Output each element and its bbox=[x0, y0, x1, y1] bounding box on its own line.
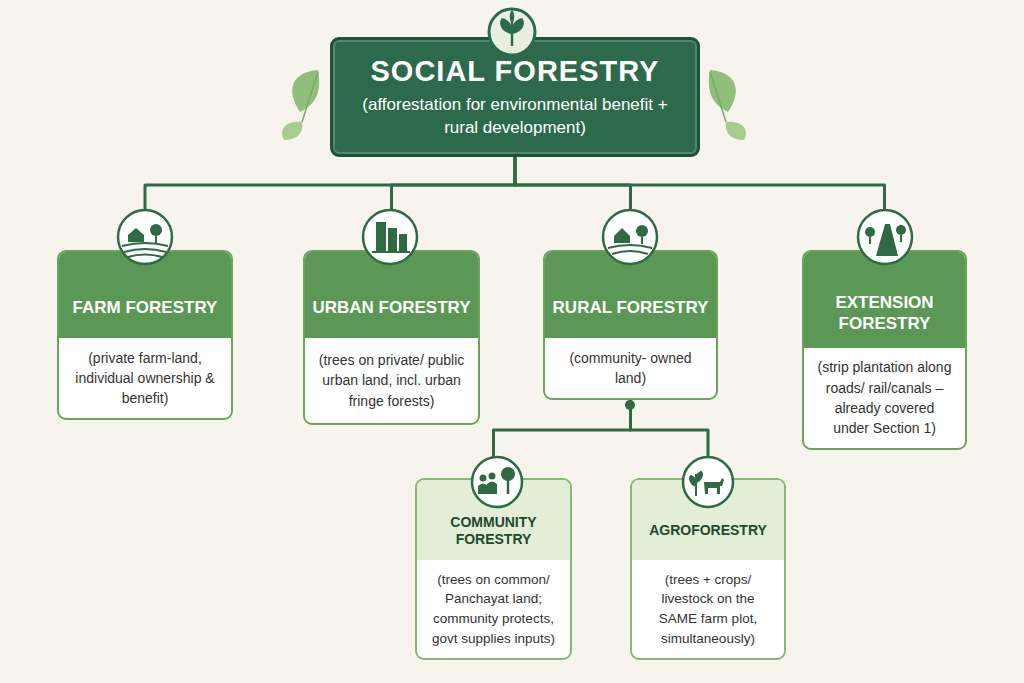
icon-leaf bbox=[500, 18, 512, 34]
box-title: SOCIAL FORESTRY bbox=[371, 55, 660, 88]
box-description: (private farm-land, individual ownership… bbox=[71, 348, 219, 409]
icon-building bbox=[376, 222, 386, 252]
box-description: (strip plantation along roads/ rail/cana… bbox=[816, 357, 953, 438]
tree-connector bbox=[515, 157, 885, 250]
subcategory-box: AGROFORESTRY (trees + crops/ livestock on… bbox=[630, 478, 786, 660]
box-body: (strip plantation along roads/ rail/cana… bbox=[804, 348, 965, 448]
box-header: EXTENSION FORESTRY bbox=[804, 252, 965, 348]
root-box: SOCIAL FORESTRY (afforestation for enviro… bbox=[330, 37, 700, 157]
junction-dot bbox=[625, 400, 635, 410]
category-box: URBAN FORESTRY (trees on private/ public … bbox=[303, 250, 480, 425]
icon-tree bbox=[150, 224, 162, 236]
box-body: (community- owned land) bbox=[545, 338, 716, 398]
icon-trunk bbox=[641, 237, 643, 244]
category-box: EXTENSION FORESTRY (strip plantation alon… bbox=[802, 250, 967, 450]
box-header: URBAN FORESTRY bbox=[305, 252, 478, 338]
icon-house bbox=[128, 228, 144, 242]
icon-tree bbox=[636, 225, 648, 237]
icon-building bbox=[388, 228, 397, 252]
tree-connector bbox=[494, 400, 631, 478]
icon-tree bbox=[896, 225, 906, 235]
box-header: AGROFORESTRY bbox=[632, 480, 784, 560]
leaf bbox=[282, 122, 302, 140]
tree-connector bbox=[392, 157, 516, 250]
icon-leaf bbox=[510, 10, 515, 24]
subcategory-box: COMMUNITY FORESTRY (trees on common/ Panc… bbox=[415, 478, 572, 660]
box-body: (trees + crops/ livestock on the SAME fa… bbox=[632, 560, 784, 658]
box-title: COMMUNITY FORESTRY bbox=[423, 514, 564, 549]
box-title: URBAN FORESTRY bbox=[312, 297, 470, 318]
box-title: RURAL FORESTRY bbox=[553, 297, 709, 318]
box-header: COMMUNITY FORESTRY bbox=[417, 480, 570, 560]
category-box: FARM FORESTRY (private farm-land, individ… bbox=[57, 250, 233, 420]
icon-leaf bbox=[512, 18, 524, 34]
tree-connector bbox=[515, 157, 631, 250]
category-box: RURAL FORESTRY (community- owned land) bbox=[543, 250, 718, 400]
box-title: FARM FORESTRY bbox=[73, 297, 218, 318]
leaf-stem bbox=[710, 72, 726, 122]
box-description: (afforestation for environmental benefit… bbox=[347, 94, 683, 138]
box-description: (community- owned land) bbox=[557, 348, 704, 389]
tree-connector bbox=[631, 400, 709, 478]
icon-trunk bbox=[155, 236, 157, 243]
box-description: (trees on common/ Panchayat land; commun… bbox=[429, 570, 558, 648]
icon-tree bbox=[865, 227, 875, 237]
box-description: (trees on private/ public urban land, in… bbox=[317, 350, 466, 411]
box-title: AGROFORESTRY bbox=[649, 522, 767, 540]
box-title: EXTENSION FORESTRY bbox=[810, 292, 959, 335]
tree-connector bbox=[145, 157, 515, 250]
box-header: FARM FORESTRY bbox=[59, 252, 231, 338]
leaf bbox=[726, 122, 746, 140]
leaf-stem bbox=[302, 72, 318, 122]
box-description: (trees + crops/ livestock on the SAME fa… bbox=[644, 570, 772, 648]
leaf bbox=[292, 70, 319, 112]
leaf bbox=[709, 70, 736, 112]
box-body: (private farm-land, individual ownership… bbox=[59, 338, 231, 418]
icon-house bbox=[614, 228, 630, 243]
box-body: (trees on private/ public urban land, in… bbox=[305, 338, 478, 423]
box-header: RURAL FORESTRY bbox=[545, 252, 716, 338]
icon-trunk bbox=[870, 235, 901, 244]
box-body: (trees on common/ Panchayat land; commun… bbox=[417, 560, 570, 658]
